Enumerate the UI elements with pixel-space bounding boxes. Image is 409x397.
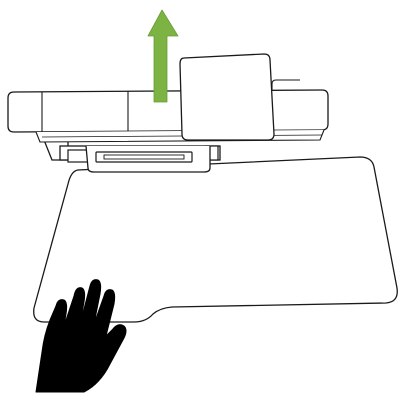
device-unit — [7, 79, 329, 143]
hand-icon — [35, 279, 127, 393]
tray-panel — [33, 156, 398, 323]
up-arrow-icon — [147, 9, 179, 103]
document-sheet — [179, 53, 275, 141]
mount-bracket — [36, 124, 221, 173]
